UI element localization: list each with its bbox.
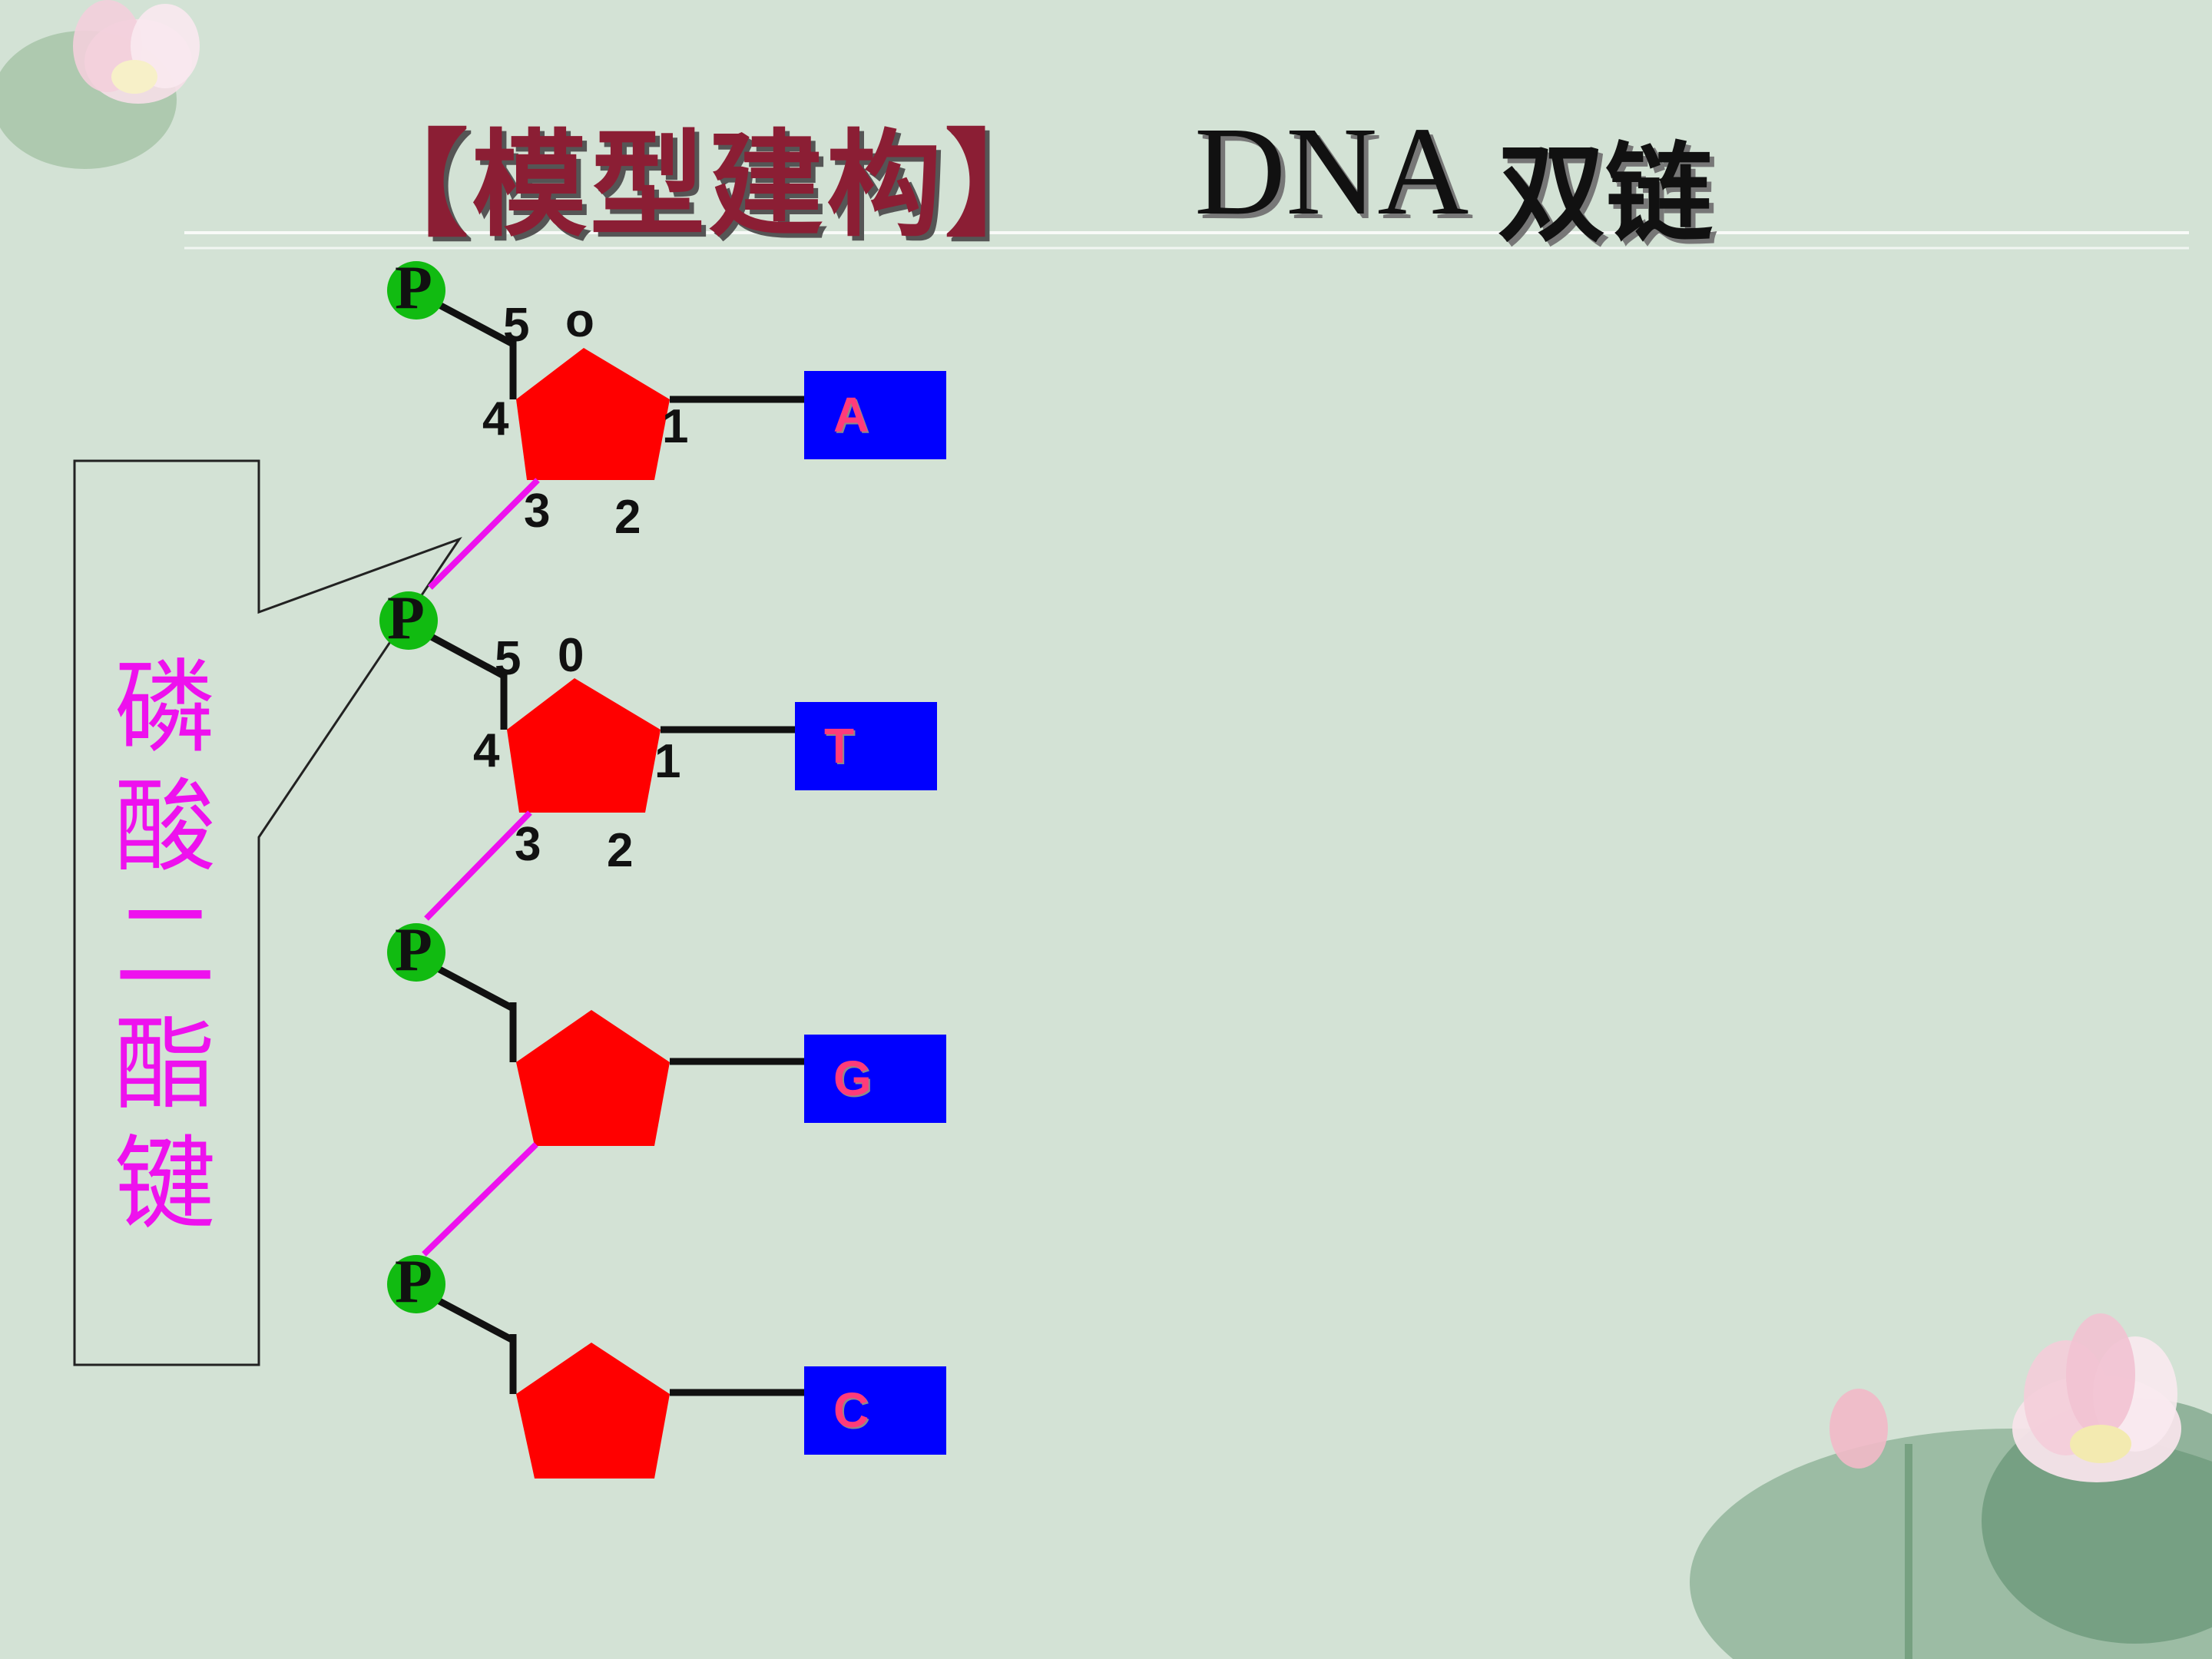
callout-char-4: 酯 — [114, 1006, 216, 1124]
callout-char-3: 二 — [114, 887, 216, 1005]
title-double-strand: 双链 — [1498, 131, 1714, 257]
callout-char-1: 磷 — [114, 649, 216, 767]
phosphate-circle — [387, 1255, 445, 1313]
deoxyribose-pentagon — [516, 1343, 670, 1479]
base-label: C — [833, 1382, 869, 1438]
callout-char-5: 键 — [114, 1125, 216, 1243]
phosphate-label: P — [387, 584, 425, 652]
carbon-4-label: 4 — [473, 724, 500, 777]
deoxyribose-pentagon — [516, 348, 670, 480]
carbon-3-label: 3 — [524, 485, 551, 538]
base-box-g: G — [804, 1035, 946, 1123]
nucleotide-t — [379, 478, 796, 813]
title-dna: DNA — [1194, 101, 1469, 241]
carbon-3-label: 3 — [515, 818, 541, 871]
callout-char-2: 酸 — [114, 768, 216, 886]
title-model-building: 【模型建构】 — [353, 118, 1064, 253]
carbon-5-label: 5 — [503, 299, 530, 352]
base-box-a: A — [804, 371, 946, 459]
carbon-5-label: 5 — [495, 632, 522, 685]
lotus-top-left-icon — [0, 0, 200, 169]
phosphodiester-bond — [428, 478, 540, 590]
base-box-c: C — [804, 1366, 946, 1455]
base-box-t: T — [795, 702, 937, 790]
base-label: G — [833, 1051, 872, 1106]
phosphate-circle — [387, 261, 445, 320]
deoxyribose-pentagon — [507, 678, 661, 813]
carbon-2-label: 2 — [607, 824, 634, 877]
phosphate-label: P — [395, 916, 432, 984]
phosphodiester-bond — [422, 1142, 538, 1257]
phosphate-circle — [387, 923, 445, 982]
nucleotide-c — [387, 1142, 805, 1479]
oxygen-label: 0 — [558, 629, 584, 682]
phosphodiester-bond — [424, 810, 532, 921]
carbon-1-label: 1 — [654, 735, 681, 788]
phosphate-label: P — [395, 1248, 432, 1316]
carbon-4-label: 4 — [482, 392, 509, 445]
deoxyribose-pentagon — [516, 1010, 670, 1146]
callout-box — [73, 459, 462, 1366]
nucleotide-a — [387, 261, 805, 480]
carbon-1-label: 1 — [662, 400, 689, 453]
nucleotide-g — [387, 810, 805, 1146]
lotus-bottom-right-icon — [1690, 1313, 2212, 1659]
phosphate-label: P — [395, 254, 432, 322]
oxygen-label: o — [565, 294, 594, 347]
phosphate-circle — [379, 591, 438, 650]
base-label: A — [833, 387, 869, 442]
base-label: T — [824, 718, 855, 773]
carbon-2-label: 2 — [614, 491, 641, 544]
